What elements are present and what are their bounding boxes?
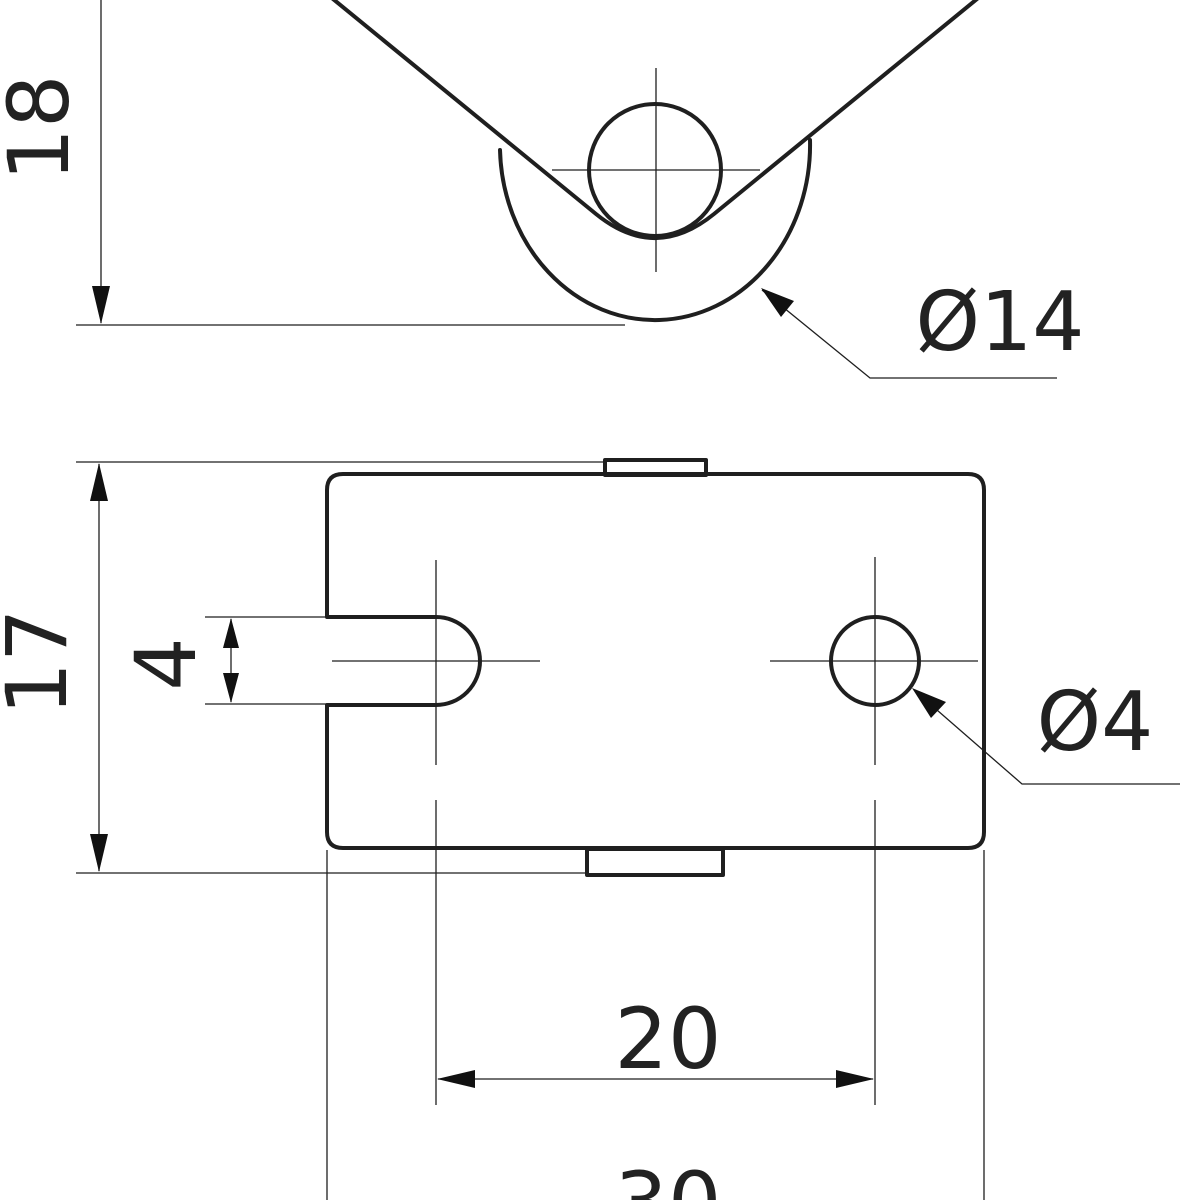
dimension-slot-width: 4: [117, 616, 436, 705]
dimension-arrow-top: [223, 618, 239, 648]
dimension-bracket-height: 17: [0, 461, 604, 874]
bracket-outline: [325, 472, 986, 850]
dimension-arrow-bottom: [90, 834, 108, 872]
dimension-arrow-right: [836, 1070, 874, 1088]
bracket-view: [325, 458, 986, 877]
dimension-top-height: 18: [0, 0, 625, 326]
dimension-label-20: 20: [615, 990, 722, 1088]
dimension-arrow: [92, 286, 110, 324]
dimension-label-d4: Ø4: [1037, 675, 1154, 770]
dimension-label-17: 17: [0, 609, 86, 716]
dimension-roller-diameter: Ø14: [761, 275, 1085, 379]
dimension-label-d14: Ø14: [916, 275, 1085, 370]
leader-arrow: [912, 688, 946, 718]
bottom-tab: [585, 847, 725, 877]
dimension-hole-spacing: 20: [435, 800, 876, 1105]
dimension-bracket-width: 30: [326, 850, 985, 1200]
v-guide-outline: [331, 0, 979, 240]
dimension-arrow-bottom: [223, 673, 239, 703]
dimension-label-18: 18: [0, 75, 88, 182]
leader-line: [913, 689, 1180, 785]
dimension-arrow-left: [437, 1070, 475, 1088]
dimension-arrow-top: [90, 463, 108, 501]
leader-line: [761, 289, 1057, 379]
dimension-label-4: 4: [117, 637, 215, 690]
dimension-label-30: 30: [615, 1154, 722, 1200]
roller-view: [331, 0, 979, 322]
dimension-hole-diameter: Ø4: [912, 675, 1180, 785]
roller-outline: [498, 138, 813, 322]
leader-arrow: [761, 288, 794, 317]
